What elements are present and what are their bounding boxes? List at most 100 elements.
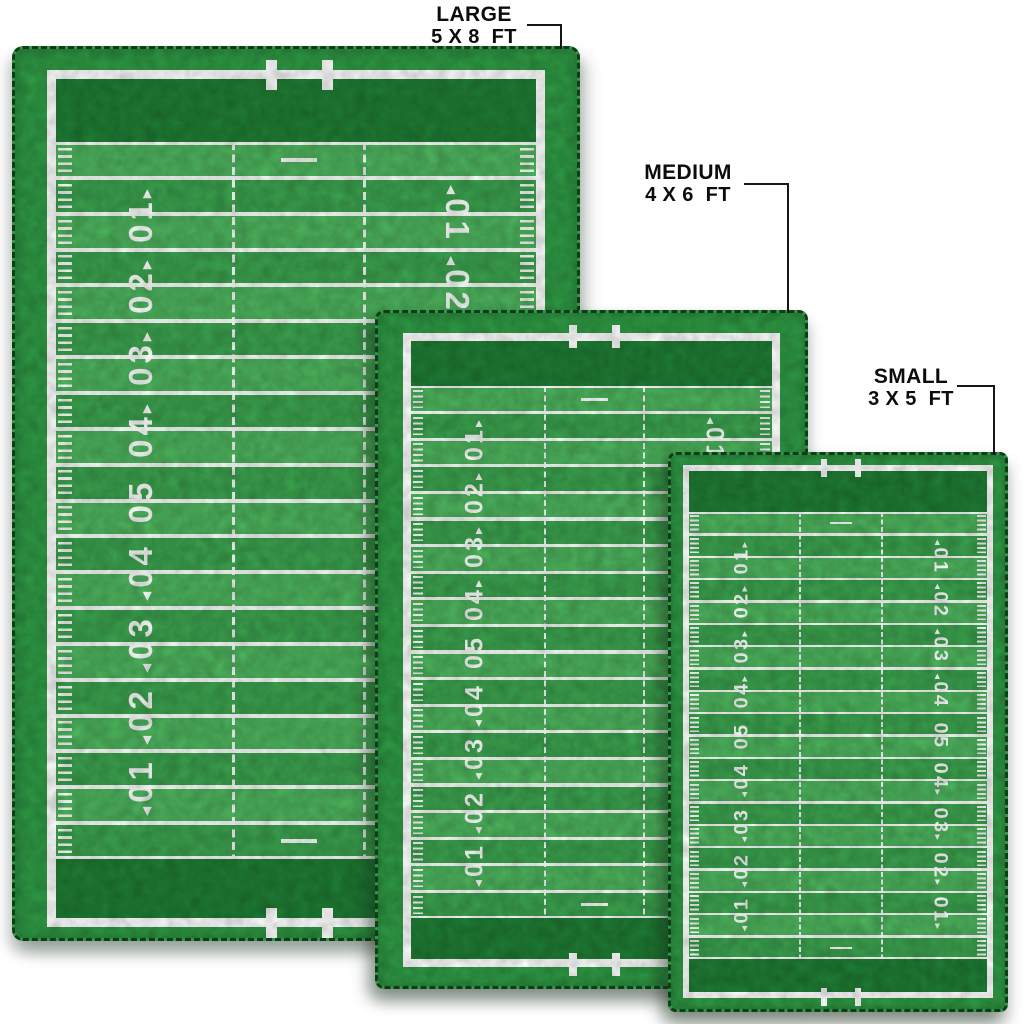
yard-number-left: 05	[122, 478, 160, 523]
yard-number-left: ◂02	[122, 686, 160, 745]
yard-number-left: ◂03	[730, 807, 753, 843]
yard-number-left: 01▸	[460, 417, 489, 462]
yard-number-right: 04▸	[929, 762, 952, 798]
yard-number-arrow-icon: ◂	[470, 823, 486, 834]
yard-number-left: 05	[460, 635, 489, 669]
sideline-yard-ticks	[412, 815, 424, 835]
border-center-mark-top	[611, 325, 620, 349]
goal-line	[689, 512, 987, 514]
sideline-yard-ticks	[977, 627, 986, 643]
sideline-yard-ticks	[412, 549, 424, 569]
yard-number-arrow-icon: ▸	[931, 834, 944, 843]
yard-line	[689, 935, 987, 938]
sideline-yard-ticks	[58, 506, 72, 531]
yard-number-arrow-icon: ◂	[931, 584, 944, 592]
sideline-yard-ticks	[412, 496, 424, 515]
yard-number-arrow-icon: ▸	[738, 673, 751, 682]
sideline-yard-ticks	[690, 716, 699, 733]
sideline-yard-ticks	[58, 147, 72, 172]
size-label-dimensions: 3 X 5 FT	[868, 388, 954, 411]
sideline-yard-ticks	[412, 629, 424, 648]
sideline-yard-ticks	[520, 147, 534, 172]
sideline-yard-ticks	[690, 694, 699, 710]
sideline-yard-ticks	[58, 398, 72, 423]
sideline-yard-ticks	[759, 416, 771, 436]
sideline-yard-ticks	[977, 761, 986, 777]
end-zone-top	[411, 341, 772, 386]
sideline-yard-ticks	[412, 735, 424, 755]
callout-line-small	[957, 385, 995, 455]
end-zone-top	[56, 79, 536, 142]
two-yard-marker	[580, 903, 609, 907]
hash-mark-column	[798, 512, 801, 959]
yard-number-arrow-icon: ◂	[738, 834, 751, 843]
yard-number-left: 03▸	[460, 523, 489, 568]
sideline-yard-ticks	[412, 523, 424, 542]
sideline-yard-ticks	[412, 576, 424, 595]
hash-mark-column	[231, 142, 235, 859]
yard-number-arrow-icon: ◂	[931, 628, 944, 637]
yard-number-arrow-icon: ◂	[738, 789, 751, 798]
yard-number-left: ◂01	[122, 758, 160, 817]
end-zone-top	[689, 471, 987, 512]
yard-number-right: ◂01	[438, 184, 476, 243]
yard-number-arrow-icon: ▸	[738, 628, 751, 637]
two-yard-marker	[281, 157, 317, 162]
sideline-yard-ticks	[412, 443, 424, 462]
yard-number-arrow-icon: ▸	[136, 328, 157, 342]
sideline-yard-ticks	[412, 842, 424, 861]
size-label-dimensions: 4 X 6 FT	[645, 184, 731, 207]
yard-number-left: 03▸	[730, 628, 753, 664]
hash-mark-column	[543, 386, 547, 918]
yard-number-left: 04▸	[122, 399, 160, 458]
sideline-yard-ticks	[690, 649, 699, 665]
sideline-yard-ticks	[412, 602, 424, 622]
yard-number-arrow-icon: ▸	[470, 470, 486, 481]
yard-number-arrow-icon: ▸	[931, 879, 944, 887]
sideline-yard-ticks	[58, 291, 72, 316]
yard-number-left: ◂04	[122, 543, 160, 602]
size-label-dimensions: 5 X 8 FT	[431, 26, 517, 49]
size-label-large: LARGE 5 X 8 FT	[431, 3, 517, 48]
two-yard-marker	[281, 839, 317, 844]
sideline-yard-ticks	[977, 940, 986, 956]
sideline-yard-ticks	[690, 940, 699, 956]
yard-number-arrow-icon: ◂	[136, 731, 157, 745]
sideline-yard-ticks	[58, 828, 72, 854]
sideline-yard-ticks	[977, 604, 986, 621]
sideline-yard-ticks	[520, 255, 534, 280]
yard-number-left: 03▸	[122, 328, 160, 387]
border-center-mark-top	[854, 459, 862, 477]
sideline-yard-ticks	[58, 542, 72, 567]
sideline-yard-ticks	[520, 183, 534, 208]
yard-line	[689, 667, 987, 670]
yard-number-arrow-icon: ▸	[931, 789, 944, 798]
goal-line	[411, 386, 772, 388]
goal-line	[689, 957, 987, 959]
yard-number-arrow-icon: ▸	[136, 256, 157, 270]
yard-line	[689, 577, 987, 581]
sideline-yard-ticks	[58, 613, 72, 639]
yard-line	[689, 711, 987, 715]
yard-line	[689, 533, 987, 536]
yard-number-arrow-icon: ◂	[441, 184, 462, 198]
yard-number-right: 03▸	[929, 807, 952, 843]
sideline-yard-ticks	[412, 682, 424, 702]
border-center-mark-bottom	[854, 988, 862, 1007]
yard-number-right: ◂02	[929, 584, 952, 619]
sideline-yard-ticks	[977, 537, 986, 554]
yard-number-left: 04▸	[460, 576, 489, 621]
yard-number-arrow-icon: ◂	[738, 879, 751, 887]
yard-line	[689, 846, 987, 849]
sideline-yard-ticks	[977, 582, 986, 598]
sideline-yard-ticks	[690, 805, 699, 822]
sideline-yard-ticks	[759, 390, 771, 409]
yard-number-arrow-icon: ▸	[470, 523, 486, 534]
hash-mark-column	[881, 512, 884, 959]
yard-number-arrow-icon: ◂	[136, 587, 157, 602]
yard-line	[689, 801, 987, 804]
